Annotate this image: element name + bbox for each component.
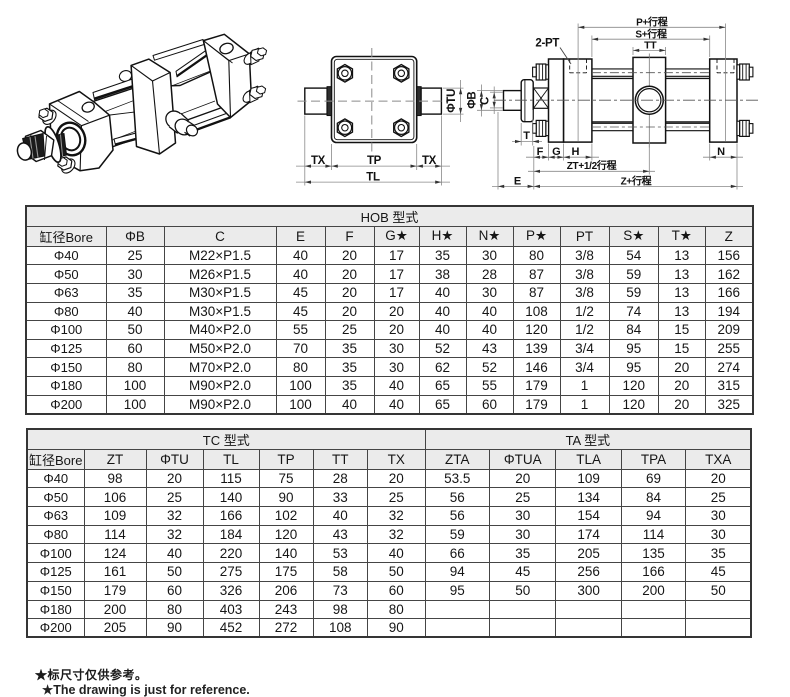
svg-text:TX: TX: [422, 155, 437, 167]
svg-text:G: G: [552, 146, 560, 158]
svg-text:N: N: [717, 146, 725, 158]
svg-text:Z+行程: Z+行程: [621, 174, 652, 187]
svg-text:S+行程: S+行程: [635, 28, 667, 41]
svg-text:2-PT: 2-PT: [535, 38, 559, 50]
svg-text:C: C: [480, 97, 492, 105]
svg-text:ΦB: ΦB: [467, 92, 479, 109]
svg-text:TX: TX: [311, 155, 326, 167]
svg-text:TL: TL: [366, 171, 380, 183]
svg-text:TP: TP: [367, 155, 382, 167]
svg-text:E: E: [514, 175, 521, 187]
svg-text:F: F: [537, 146, 544, 158]
svg-text:T: T: [523, 130, 530, 142]
svg-text:H: H: [571, 146, 579, 158]
svg-text:ZT+1/2行程: ZT+1/2行程: [567, 159, 617, 172]
svg-text:P+行程: P+行程: [636, 16, 668, 29]
svg-text:TT: TT: [644, 40, 657, 52]
svg-text:ΦTU: ΦTU: [446, 89, 458, 113]
